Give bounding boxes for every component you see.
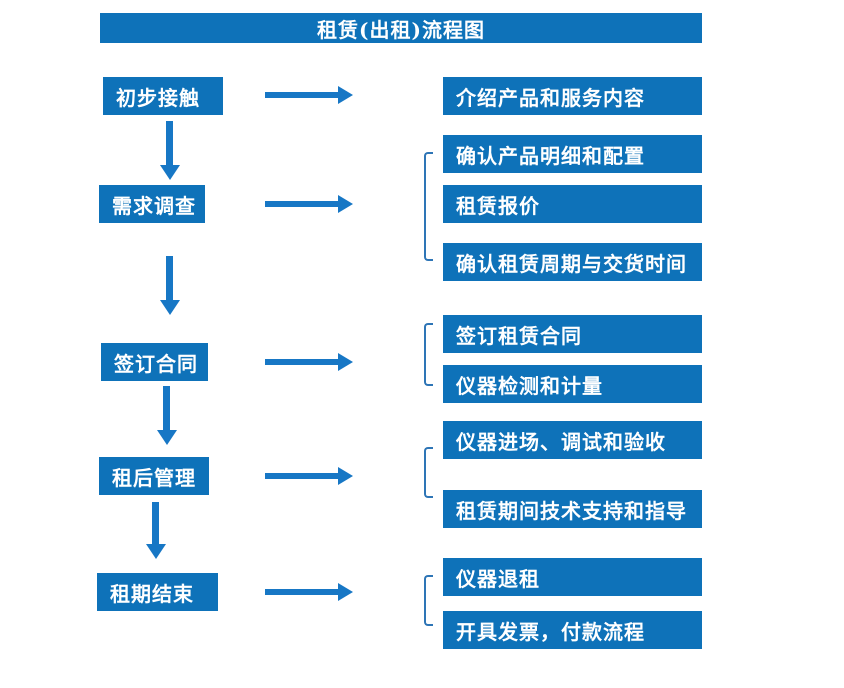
output-box-instrument-return: 仪器退租 <box>443 558 702 596</box>
step-box-sign-contract: 签订合同 <box>101 343 208 381</box>
flow-arrow-right-icon <box>265 353 353 371</box>
output-box-instrument-inspection: 仪器检测和计量 <box>443 365 702 403</box>
arrow-head <box>146 544 166 559</box>
arrow-head <box>338 195 353 213</box>
output-box-confirm-rental-period: 确认租赁周期与交货时间 <box>443 243 702 281</box>
output-box-technical-support: 租赁期间技术支持和指导 <box>443 490 702 528</box>
flow-arrow-right-icon <box>265 195 353 213</box>
flow-arrow-down-icon <box>160 121 180 180</box>
step-box-demand-survey: 需求调查 <box>99 185 205 223</box>
output-box-confirm-product-details: 确认产品明细和配置 <box>443 135 702 173</box>
flow-arrow-down-icon <box>157 386 177 445</box>
flow-arrow-down-icon <box>146 502 166 559</box>
flow-arrow-right-icon <box>265 86 353 104</box>
arrow-head <box>338 467 353 485</box>
arrow-head <box>338 353 353 371</box>
step-box-initial-contact: 初步接触 <box>103 77 223 115</box>
flow-arrow-down-icon <box>160 256 180 315</box>
step-box-post-rental-management: 租后管理 <box>99 457 209 495</box>
arrow-shaft <box>265 589 339 595</box>
arrow-shaft <box>265 473 339 479</box>
arrow-head <box>157 430 177 445</box>
arrow-head <box>338 86 353 104</box>
output-box-sign-rental-contract: 签订租赁合同 <box>443 315 702 353</box>
output-box-introduce-products: 介绍产品和服务内容 <box>443 77 702 115</box>
output-box-instrument-setup: 仪器进场、调试和验收 <box>443 421 702 459</box>
arrow-shaft <box>265 92 339 98</box>
step-box-rental-end: 租期结束 <box>97 573 218 611</box>
group-bracket <box>424 575 433 626</box>
arrow-shaft <box>152 502 159 545</box>
group-bracket <box>424 323 433 386</box>
arrow-head <box>160 300 180 315</box>
arrow-shaft <box>265 201 339 207</box>
diagram-title: 租赁(出租)流程图 <box>100 13 702 43</box>
arrow-shaft <box>265 359 339 365</box>
flow-arrow-right-icon <box>265 583 353 601</box>
group-bracket <box>424 152 433 261</box>
arrow-shaft <box>166 256 173 301</box>
output-box-rental-quote: 租赁报价 <box>443 185 702 223</box>
arrow-head <box>338 583 353 601</box>
arrow-shaft <box>163 386 170 431</box>
group-bracket <box>424 447 433 498</box>
output-box-invoice-payment: 开具发票，付款流程 <box>443 611 702 649</box>
arrow-head <box>160 165 180 180</box>
flow-arrow-right-icon <box>265 467 353 485</box>
arrow-shaft <box>166 121 173 166</box>
